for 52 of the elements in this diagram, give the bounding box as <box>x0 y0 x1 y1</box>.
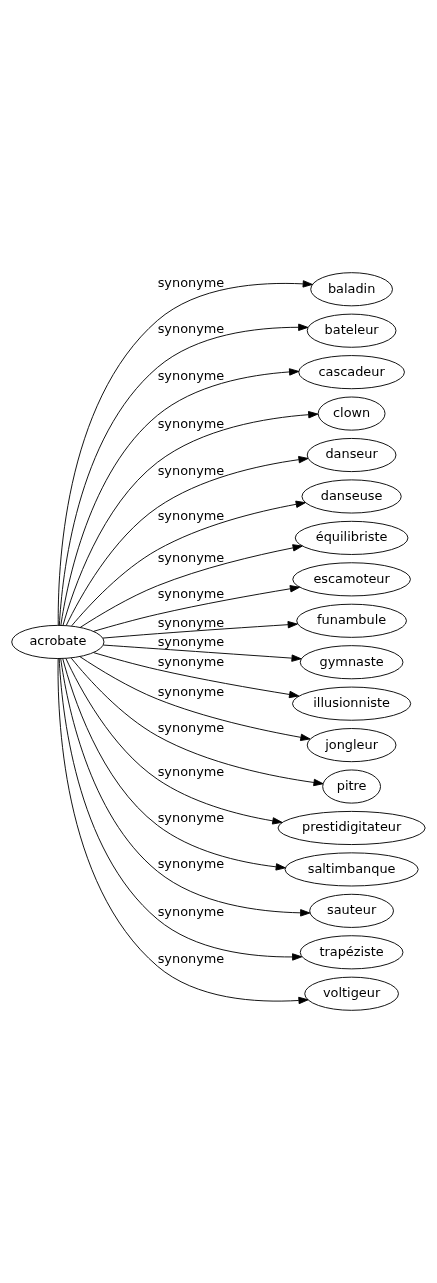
node-ellipse: prestidigitateur <box>277 810 426 845</box>
node-ellipse: escamoteur <box>292 562 411 597</box>
node-ellipse: baladin <box>310 272 393 307</box>
arrow <box>57 658 309 1005</box>
node-ellipse: clown <box>317 396 386 431</box>
edge-label: synonyme <box>157 720 225 736</box>
node-ellipse: jongleur <box>306 728 397 763</box>
node-ellipse: illusionniste <box>292 686 412 721</box>
edge-label: synonyme <box>157 274 225 290</box>
node-ellipse: acrobate <box>11 624 105 659</box>
edge-label: synonyme <box>157 633 225 649</box>
arrow <box>93 652 300 699</box>
node-ellipse: gymnaste <box>299 645 404 680</box>
arrow <box>79 656 311 741</box>
edge-label: synonyme <box>157 507 225 523</box>
node-ellipse: funambule <box>296 603 407 638</box>
edge-label: synonyme <box>157 903 225 919</box>
node-ellipse: saltimbanque <box>284 852 419 887</box>
node-ellipse: voltigeur <box>304 976 399 1011</box>
node-ellipse: bateleur <box>306 313 397 348</box>
edge-label: synonyme <box>157 367 225 383</box>
edge-label: synonyme <box>157 855 225 871</box>
arrow <box>102 621 298 639</box>
node-ellipse: trapéziste <box>299 935 404 970</box>
arrow <box>60 368 300 626</box>
edge-label: synonyme <box>157 415 225 431</box>
arrow <box>62 411 319 626</box>
edge-label: synonyme <box>157 550 225 566</box>
arrow <box>60 658 311 917</box>
edge-label: synonyme <box>157 585 225 601</box>
arrow <box>102 644 302 662</box>
arrow <box>79 544 303 628</box>
node-ellipse: sauteur <box>309 893 394 928</box>
edge-label: synonyme <box>157 654 225 670</box>
arrow <box>65 456 309 626</box>
edge-label: synonyme <box>157 614 225 630</box>
arrow <box>93 585 300 632</box>
arrow <box>65 657 283 825</box>
arrow <box>71 500 306 627</box>
edge-label: synonyme <box>157 950 225 966</box>
node-ellipse: danseuse <box>301 479 402 514</box>
edge-label: synonyme <box>157 320 225 336</box>
node-ellipse: cascadeur <box>298 355 405 390</box>
arrow <box>58 658 303 961</box>
edge-label: synonyme <box>157 683 225 699</box>
edge-label: synonyme <box>157 462 225 478</box>
node-ellipse: danseur <box>306 438 397 473</box>
arrow <box>70 657 324 787</box>
arrow <box>62 658 286 871</box>
node-ellipse: pitre <box>322 769 381 804</box>
edge-label: synonyme <box>157 763 225 779</box>
edge-label: synonyme <box>157 809 225 825</box>
